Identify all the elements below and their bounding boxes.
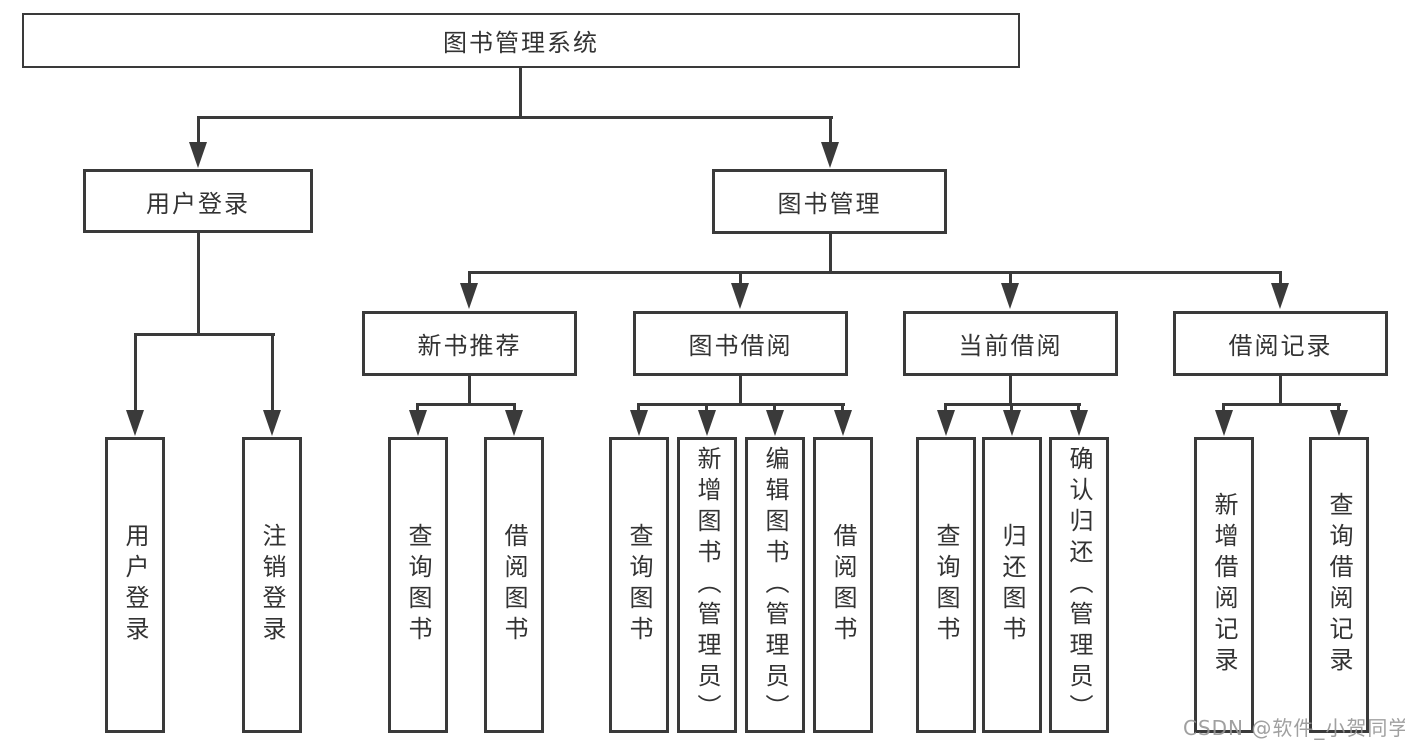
node-label: 图书借阅 [688,332,793,360]
connector-line [637,403,845,406]
connector-line [468,376,471,406]
leaf-confirm-return-admin: 确认归还（管理员） [1049,437,1109,733]
node-borrow-records: 借阅记录 [1173,311,1388,376]
leaf-label: 编辑图书（管理员） [761,445,789,725]
leaf-label: 查询图书 [932,523,960,647]
node-current-borrow: 当前借阅 [903,311,1118,376]
arrow-down-icon [263,410,281,436]
connector-line [134,333,275,336]
arrow-down-icon [731,283,749,309]
node-book-management: 图书管理 [712,169,947,234]
connector-line [637,403,640,413]
connector-line [829,234,832,274]
leaf-add-books-admin: 新增图书（管理员） [677,437,737,733]
leaf-borrow-books: 借阅图书 [813,437,873,733]
connector-line [739,376,742,406]
arrow-down-icon [1215,410,1233,436]
arrow-down-icon [1271,283,1289,309]
connector-line [513,403,516,413]
leaf-edit-books-admin: 编辑图书（管理员） [745,437,805,733]
leaf-label: 查询图书 [404,523,432,647]
arrow-down-icon [1330,410,1348,436]
node-root-system: 图书管理系统 [22,13,1020,68]
connector-line [519,68,522,118]
arrow-down-icon [630,410,648,436]
arrow-down-icon [189,142,207,168]
leaf-query-books-current: 查询图书 [916,437,976,733]
leaf-label: 注销登录 [258,523,286,647]
leaf-logout: 注销登录 [242,437,302,733]
connector-line [468,271,471,285]
node-label: 图书管理 [777,190,882,218]
arrow-down-icon [834,410,852,436]
connector-line [197,116,200,146]
leaf-label: 归还图书 [998,523,1026,647]
node-label: 借阅记录 [1228,332,1333,360]
connector-line [1077,403,1080,413]
watermark: CSDN @软件_小贺同学 [1183,716,1405,740]
node-label: 图书管理系统 [443,29,599,57]
arrow-down-icon [126,410,144,436]
leaf-label: 新增借阅记录 [1210,492,1238,678]
node-label: 新书推荐 [417,332,522,360]
arrow-down-icon [460,283,478,309]
connector-line [829,116,832,146]
connector-line [705,403,708,413]
connector-line [1009,376,1012,406]
arrow-down-icon [1070,410,1088,436]
node-label: 用户登录 [146,189,250,218]
leaf-label: 新增图书（管理员） [693,445,721,725]
leaf-borrow-books-recommend: 借阅图书 [484,437,544,733]
arrow-down-icon [1003,410,1021,436]
leaf-query-borrow-record: 查询借阅记录 [1309,437,1369,733]
connector-line [1279,271,1282,285]
node-label: 当前借阅 [958,332,1063,360]
connector-line [197,233,200,336]
connector-line [134,333,137,413]
arrow-down-icon [409,410,427,436]
arrow-down-icon [698,410,716,436]
node-book-borrow: 图书借阅 [633,311,848,376]
arrow-down-icon [937,410,955,436]
connector-line [271,333,274,413]
leaf-user-login: 用户登录 [105,437,165,733]
leaf-label: 借阅图书 [829,523,857,647]
connector-line [1279,376,1282,406]
connector-line [944,403,947,413]
leaf-label: 查询图书 [625,523,653,647]
node-new-book-recommend: 新书推荐 [362,311,577,376]
leaf-label: 借阅图书 [500,523,528,647]
leaf-query-books-borrow: 查询图书 [609,437,669,733]
arrow-down-icon [821,142,839,168]
connector-line [739,271,742,285]
connector-line [416,403,419,413]
connector-line [1222,403,1225,413]
arrow-down-icon [766,410,784,436]
arrow-down-icon [1001,283,1019,309]
connector-line [416,403,516,406]
connector-line [1337,403,1340,413]
arrow-down-icon [505,410,523,436]
connector-line [773,403,776,413]
leaf-label: 确认归还（管理员） [1065,445,1093,725]
leaf-label: 查询借阅记录 [1325,492,1353,678]
connector-line [1222,403,1341,406]
connector-line [468,271,1282,274]
leaf-query-books-recommend: 查询图书 [388,437,448,733]
node-user-login: 用户登录 [83,169,313,233]
connector-line [1010,403,1013,413]
leaf-return-books: 归还图书 [982,437,1042,733]
connector-line [197,116,833,119]
connector-line [1009,271,1012,285]
connector-line [841,403,844,413]
leaf-label: 用户登录 [121,523,149,647]
leaf-add-borrow-record: 新增借阅记录 [1194,437,1254,733]
